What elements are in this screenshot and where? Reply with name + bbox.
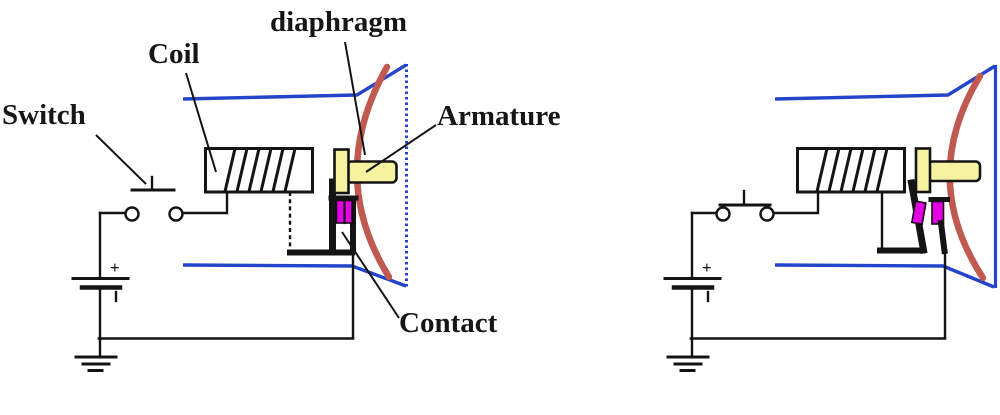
right-circuit-wiring — [663, 189, 947, 372]
wire — [181, 192, 229, 215]
right-contact-assembly — [877, 178, 950, 340]
left-ground-symbol — [74, 355, 118, 372]
contact-leader-line — [341, 231, 400, 319]
armature-leader-line — [365, 124, 437, 173]
armature-rod — [345, 160, 398, 184]
switch-leader-line — [95, 134, 147, 185]
right-armature — [914, 147, 982, 194]
left-horn-bottom-edge — [182, 263, 407, 288]
wire — [772, 192, 820, 215]
armature-plate — [914, 147, 932, 194]
coil-winding-hatch — [223, 148, 297, 192]
right-coil — [796, 147, 906, 249]
left-horn-top-edge — [182, 63, 407, 101]
right-switch-terminal — [715, 206, 731, 222]
left-contact-assembly — [287, 178, 359, 340]
contact-label: Contact — [399, 307, 498, 339]
armature-plate — [333, 148, 350, 195]
coil-winding-hatch — [815, 148, 889, 192]
right-battery-symbol — [663, 277, 722, 303]
right-horn-bottom-edge — [774, 263, 995, 289]
left-armature — [333, 148, 398, 195]
contact-point-fixed — [931, 200, 945, 225]
right-switch-terminal — [759, 206, 775, 222]
diaphragm-leader-line — [344, 41, 366, 156]
left-coil — [204, 147, 314, 250]
contact-post — [937, 219, 948, 255]
diaphragm-label: diaphragm — [270, 6, 407, 38]
left-battery-symbol — [71, 277, 130, 303]
switch-label: Switch — [2, 99, 86, 131]
left-switch-terminal — [124, 206, 140, 222]
right-horn-top-edge — [774, 64, 996, 101]
coil-label: Coil — [148, 38, 200, 70]
leader-lines — [95, 41, 437, 319]
left-switch-terminal — [168, 206, 184, 222]
right-ground-symbol — [666, 355, 710, 372]
armature-rod — [926, 160, 982, 183]
coil-leader-line — [185, 72, 217, 173]
armature-label: Armature — [437, 100, 561, 132]
left-circuit-wiring — [71, 175, 355, 372]
right-battery-plus-sign: + — [702, 258, 712, 277]
left-battery-plus-sign: + — [110, 258, 120, 277]
contact-point-moving-open — [910, 200, 927, 226]
